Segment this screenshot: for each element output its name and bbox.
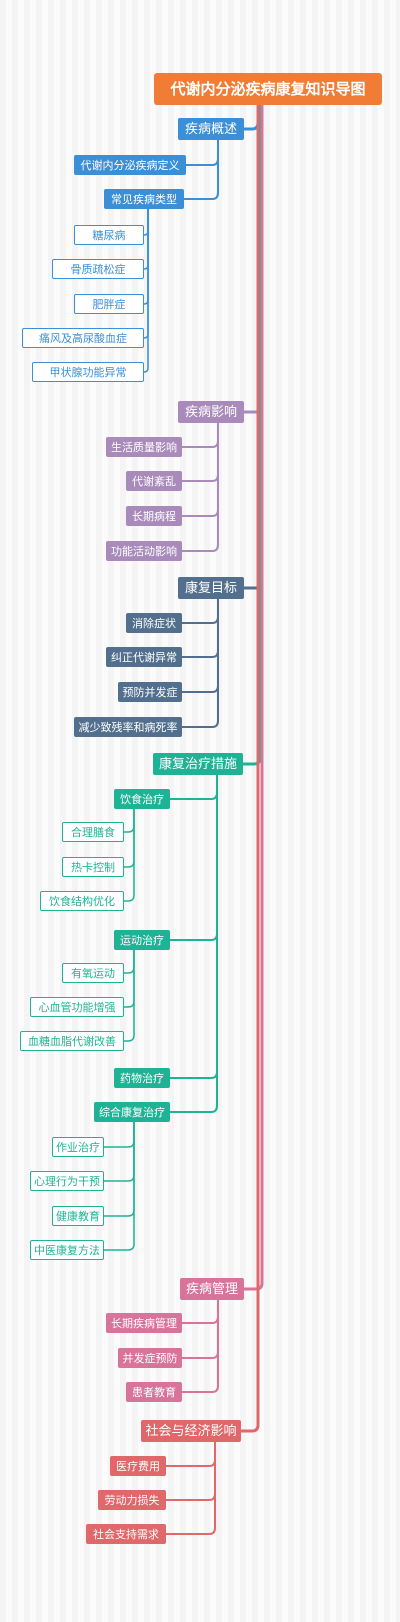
connector-line (242, 103, 260, 131)
child-node-quality-of-life[interactable]: 生活质量影响 (106, 437, 182, 457)
connector-line (143, 208, 149, 373)
connector-line (123, 949, 135, 1008)
child-node-definition[interactable]: 代谢内分泌疾病定义 (74, 155, 186, 175)
leaf-node-psych-intervention[interactable]: 心理行为干预 (30, 1171, 104, 1191)
connector-line (181, 598, 219, 693)
connector-line (165, 1441, 216, 1535)
leaf-node-glucose-lipid[interactable]: 血糖血脂代谢改善 (20, 1031, 124, 1051)
connector-line (123, 808, 135, 833)
connector-line (181, 598, 219, 624)
branch-node-socioeconomic[interactable]: 社会与经济影响 (141, 1420, 241, 1442)
connector-line (242, 103, 264, 1291)
child-node-medical-costs[interactable]: 医疗费用 (110, 1456, 166, 1476)
connector-line (181, 1299, 219, 1393)
child-node-correct-metabolism[interactable]: 纠正代谢异常 (106, 647, 182, 667)
root-node[interactable]: 代谢内分泌疾病康复知识导图 (154, 73, 382, 105)
connector-line (165, 1441, 216, 1467)
connector-line (181, 598, 219, 658)
connector-line (165, 1441, 216, 1501)
child-node-common-types[interactable]: 常见疾病类型 (104, 189, 184, 209)
leaf-node-diabetes[interactable]: 糖尿病 (74, 225, 144, 245)
child-node-long-term-management[interactable]: 长期疾病管理 (106, 1313, 182, 1333)
child-node-drug-therapy[interactable]: 药物治疗 (114, 1068, 170, 1088)
connector-line (181, 422, 219, 517)
child-node-labor-loss[interactable]: 劳动力损失 (98, 1490, 166, 1510)
child-node-comprehensive-rehab[interactable]: 综合康复治疗 (94, 1102, 170, 1122)
child-node-function-activity[interactable]: 功能活动影响 (106, 541, 182, 561)
connector-line (239, 103, 260, 1433)
connector-line (169, 774, 218, 1113)
connector-line (123, 808, 135, 902)
connector-line (123, 949, 135, 974)
leaf-node-obesity[interactable]: 肥胖症 (74, 294, 144, 314)
branch-node-goals[interactable]: 康复目标 (178, 577, 244, 599)
child-node-diet-therapy[interactable]: 饮食治疗 (114, 789, 170, 809)
connector-line (169, 774, 218, 1079)
child-node-metabolic-disorder[interactable]: 代谢紊乱 (126, 471, 182, 491)
connector-line (181, 422, 219, 448)
leaf-node-cardio-function[interactable]: 心血管功能增强 (30, 997, 124, 1017)
connector-line (181, 422, 219, 552)
child-node-exercise-therapy[interactable]: 运动治疗 (114, 930, 170, 950)
connector-line (169, 774, 218, 800)
leaf-node-osteoporosis[interactable]: 骨质疏松症 (52, 259, 144, 279)
connector-line (181, 1299, 219, 1359)
child-node-prevent-complications[interactable]: 预防并发症 (118, 682, 182, 702)
leaf-node-calorie-control[interactable]: 热卡控制 (62, 857, 124, 877)
connector-line (103, 1121, 135, 1182)
connector-line (181, 598, 219, 728)
branch-node-management[interactable]: 疾病管理 (180, 1278, 244, 1300)
child-node-complication-prevention[interactable]: 并发症预防 (118, 1348, 182, 1368)
leaf-node-tcm-rehab[interactable]: 中医康复方法 (30, 1240, 104, 1260)
child-node-patient-education[interactable]: 患者教育 (126, 1382, 182, 1402)
connector-line (123, 808, 135, 868)
branch-node-treatment[interactable]: 康复治疗措施 (153, 753, 243, 775)
leaf-node-occupational[interactable]: 作业治疗 (52, 1137, 104, 1157)
branch-node-overview[interactable]: 疾病概述 (178, 118, 244, 140)
connector-line (181, 1299, 219, 1324)
leaf-node-health-education[interactable]: 健康教育 (52, 1206, 104, 1226)
leaf-node-balanced-diet[interactable]: 合理膳食 (62, 822, 124, 842)
connector-line (103, 1121, 135, 1217)
child-node-reduce-mortality[interactable]: 减少致残率和病死率 (74, 717, 182, 737)
leaf-node-diet-structure[interactable]: 饮食结构优化 (40, 891, 124, 911)
branch-node-impact[interactable]: 疾病影响 (178, 401, 244, 423)
child-node-eliminate-symptoms[interactable]: 消除症状 (126, 613, 182, 633)
connector-line (123, 949, 135, 1042)
child-node-long-course[interactable]: 长期病程 (126, 506, 182, 526)
leaf-node-gout[interactable]: 痛风及高尿酸血症 (22, 328, 144, 348)
leaf-node-thyroid[interactable]: 甲状腺功能异常 (32, 362, 144, 382)
connector-line (103, 1121, 135, 1148)
connector-line (181, 422, 219, 482)
leaf-node-aerobic[interactable]: 有氧运动 (62, 963, 124, 983)
connector-line (185, 139, 219, 166)
connector-line (103, 1121, 135, 1251)
child-node-social-support[interactable]: 社会支持需求 (86, 1524, 166, 1544)
connector-line (183, 139, 219, 200)
